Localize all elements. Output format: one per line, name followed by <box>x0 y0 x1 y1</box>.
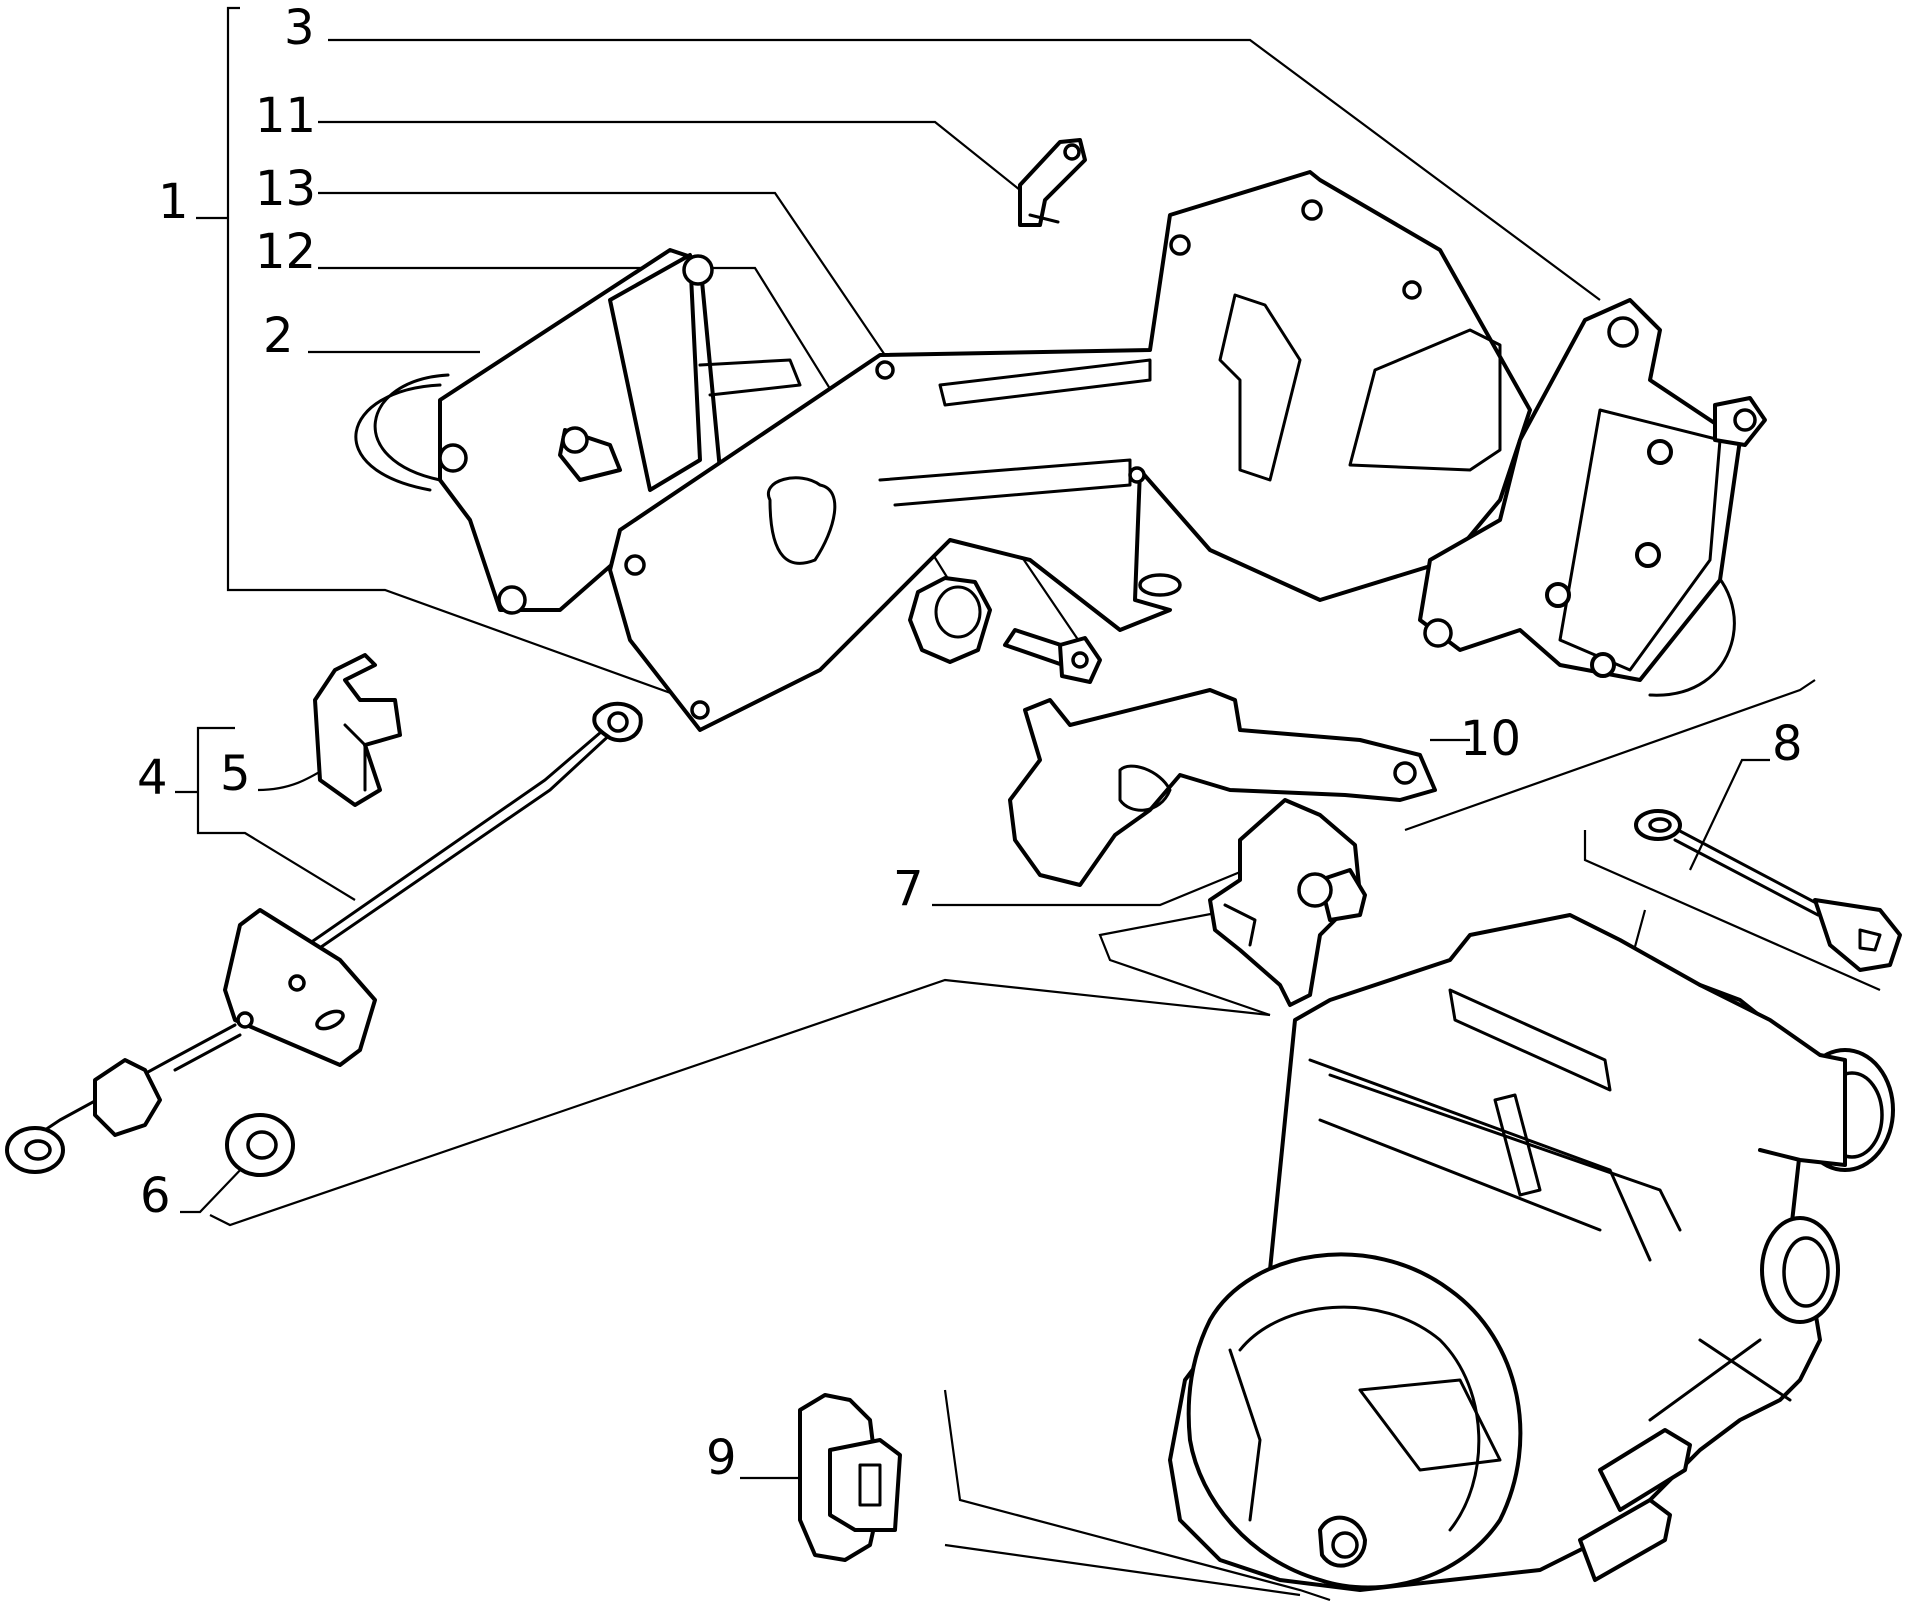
callout-8: 8 <box>1772 716 1803 772</box>
callout-2: 2 <box>263 308 294 364</box>
section-line-a <box>1404 679 1816 832</box>
bowden-cable <box>5 701 643 1174</box>
temperature-sensor <box>1634 809 1902 972</box>
leader-7b <box>209 978 1271 1227</box>
callout-12: 12 <box>255 224 316 280</box>
switch <box>798 1393 902 1562</box>
lower-bracket <box>1008 688 1437 887</box>
callout-11: 11 <box>255 88 316 144</box>
leader-7 <box>932 868 1246 907</box>
cable-clip <box>313 653 402 807</box>
section-line-b <box>1098 903 1271 1017</box>
bowden-cable-grommet <box>93 1058 162 1137</box>
callout-9: 9 <box>706 1430 737 1486</box>
callout-5: 5 <box>220 746 251 802</box>
bowden-cable-wire <box>298 718 617 952</box>
callout-4: 4 <box>137 750 168 806</box>
leader-8 <box>1689 758 1770 871</box>
leader-lines <box>175 6 1881 1602</box>
small-lever <box>1018 138 1087 227</box>
rotary-knob <box>908 576 992 664</box>
mounting-bracket <box>608 170 1532 732</box>
actuator-right-body <box>1418 298 1742 682</box>
bracket-1 <box>226 6 691 702</box>
callout-10: 10 <box>1460 711 1521 767</box>
potentiometer-shaft <box>1318 868 1367 922</box>
callout-labels: 3 11 13 1 12 2 5 4 10 8 7 6 9 <box>137 0 1803 1486</box>
actuator-left-cable <box>354 383 442 492</box>
callout-6: 6 <box>140 1168 171 1224</box>
callout-1: 1 <box>158 174 189 230</box>
leader-3 <box>328 38 1601 301</box>
washer <box>225 1113 295 1177</box>
screw <box>1003 628 1102 684</box>
heater-pipe <box>1598 1428 1692 1512</box>
section-line-e <box>943 1389 1331 1602</box>
actuator-right <box>1418 298 1767 697</box>
potentiometer <box>1208 798 1367 1007</box>
section-line-f <box>944 1543 1301 1597</box>
heater-housing <box>1168 913 1895 1592</box>
leader-11 <box>318 120 1021 191</box>
callout-7: 7 <box>893 861 924 917</box>
mounting-bracket-plate <box>608 170 1532 732</box>
callout-13: 13 <box>255 161 316 217</box>
bracket-4 <box>196 726 356 901</box>
leader-6 <box>180 1164 246 1214</box>
section-line-c <box>1583 830 1881 992</box>
callout-3: 3 <box>284 0 315 56</box>
